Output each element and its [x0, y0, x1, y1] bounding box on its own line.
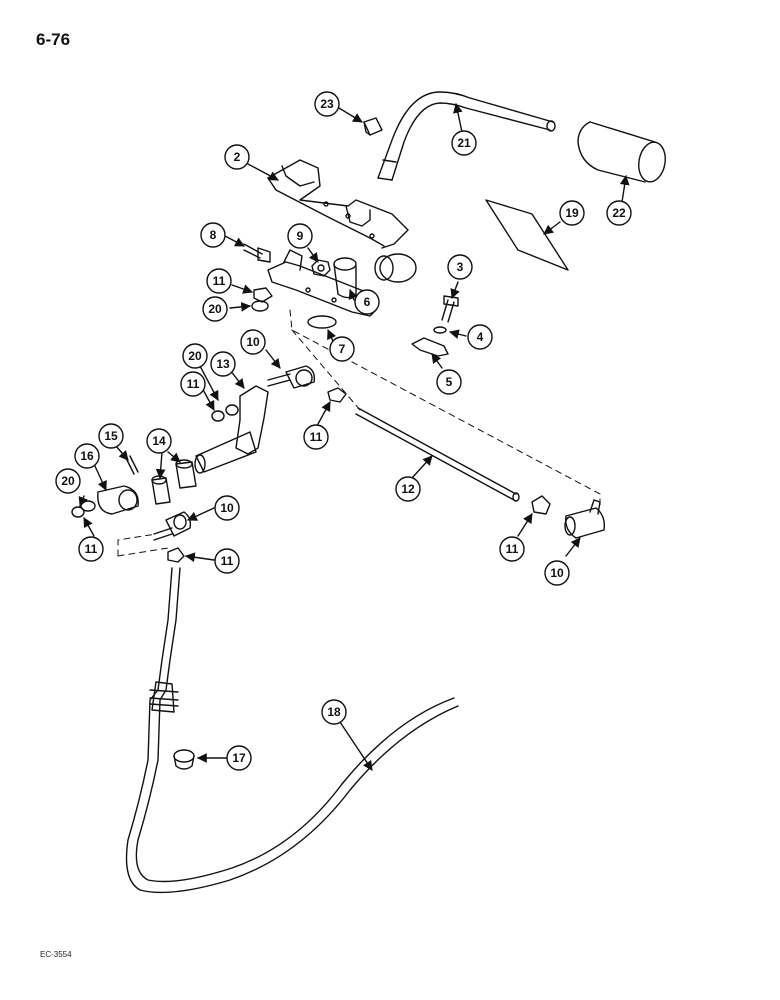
svg-text:11: 11 [506, 542, 519, 556]
callout-11: 11 [214, 548, 240, 574]
part-7-washer [307, 315, 337, 329]
callout-19: 19 [559, 200, 585, 226]
svg-text:14: 14 [152, 434, 166, 448]
svg-text:3: 3 [457, 260, 464, 274]
callout-11: 11 [180, 371, 206, 397]
callout-10: 10 [214, 495, 240, 521]
figure-code: EC-3554 [40, 950, 72, 959]
svg-text:2: 2 [234, 150, 241, 164]
svg-text:10: 10 [246, 335, 260, 349]
callout-13: 13 [210, 351, 236, 377]
callout-20: 20 [55, 468, 81, 494]
svg-text:16: 16 [80, 449, 94, 463]
svg-text:11: 11 [310, 430, 323, 444]
svg-text:20: 20 [188, 349, 202, 363]
part-16-clevis [97, 485, 139, 515]
callout-5: 5 [436, 369, 462, 395]
callout-4: 4 [467, 324, 493, 350]
svg-text:11: 11 [213, 274, 226, 288]
part-13-lever-arm [194, 385, 269, 474]
part-8-bolt [243, 243, 271, 263]
callout-22: 22 [606, 200, 632, 226]
part-12-rod [355, 407, 520, 502]
callout-3: 3 [447, 254, 473, 280]
part-6-lever-plate [267, 249, 377, 317]
part-20-11-washer-nut-middle [211, 404, 239, 422]
part-23-block [363, 117, 383, 136]
leader-lines [78, 103, 630, 771]
svg-text:20: 20 [61, 474, 75, 488]
svg-text:8: 8 [210, 228, 217, 242]
callout-11: 11 [499, 536, 525, 562]
svg-text:17: 17 [232, 751, 246, 765]
svg-text:7: 7 [339, 342, 346, 356]
part-22-knob [577, 121, 666, 183]
svg-text:11: 11 [85, 542, 98, 556]
callout-17: 17 [226, 745, 252, 771]
callout-16: 16 [74, 443, 100, 469]
svg-text:18: 18 [327, 705, 341, 719]
part-19-decal [485, 199, 569, 271]
callout-8: 8 [200, 222, 226, 248]
part-5-clip [411, 337, 449, 357]
part-4-washer [433, 326, 447, 334]
svg-text:10: 10 [220, 501, 234, 515]
callout-11: 11 [303, 424, 329, 450]
svg-text:15: 15 [104, 429, 118, 443]
callout-6: 6 [354, 289, 380, 315]
part-11-nut-middle [327, 387, 347, 403]
svg-text:23: 23 [320, 97, 334, 111]
part-11-20-nut-washer-upper [251, 287, 273, 312]
callouts: 23 21 2 22 19 8 9 3 11 20 6 4 7 10 20 13… [55, 91, 632, 771]
svg-text:10: 10 [550, 566, 564, 580]
callout-20: 20 [182, 343, 208, 369]
part-11-nut-lower-left [167, 547, 185, 563]
callout-14: 14 [146, 428, 172, 454]
callout-21: 21 [451, 130, 477, 156]
svg-text:4: 4 [477, 330, 484, 344]
callout-7: 7 [329, 336, 355, 362]
callout-9: 9 [287, 223, 313, 249]
callout-18: 18 [321, 699, 347, 725]
part-20-11-left [71, 500, 96, 518]
svg-text:22: 22 [612, 206, 626, 220]
part-17-grommet [173, 749, 195, 770]
part-3-bolt [441, 295, 459, 323]
part-18-cable [125, 567, 459, 894]
callout-20: 20 [202, 296, 228, 322]
page-number: 6-76 [36, 30, 71, 49]
svg-text:12: 12 [401, 482, 415, 496]
callout-15: 15 [98, 423, 124, 449]
part-10-rod-end-upper [267, 365, 316, 389]
callout-12: 12 [395, 476, 421, 502]
callout-11: 11 [78, 536, 104, 562]
part-10-rod-end-right [564, 499, 606, 539]
svg-text:9: 9 [297, 229, 304, 243]
callout-23: 23 [314, 91, 340, 117]
part-10-rod-end-left [153, 511, 192, 541]
svg-text:20: 20 [208, 302, 222, 316]
svg-text:21: 21 [457, 136, 471, 150]
callout-10: 10 [240, 329, 266, 355]
assembly-guide-lines [117, 309, 601, 557]
svg-text:5: 5 [446, 375, 453, 389]
part-2-bracket [267, 159, 417, 283]
callout-2: 2 [224, 144, 250, 170]
svg-text:19: 19 [565, 206, 579, 220]
svg-text:11: 11 [221, 554, 234, 568]
svg-text:6: 6 [364, 295, 371, 309]
svg-text:13: 13 [216, 357, 230, 371]
part-11-nut-right [531, 495, 551, 515]
callout-11: 11 [206, 268, 232, 294]
svg-text:11: 11 [187, 377, 200, 391]
callout-10: 10 [544, 560, 570, 586]
part-14-bushings [151, 459, 197, 505]
